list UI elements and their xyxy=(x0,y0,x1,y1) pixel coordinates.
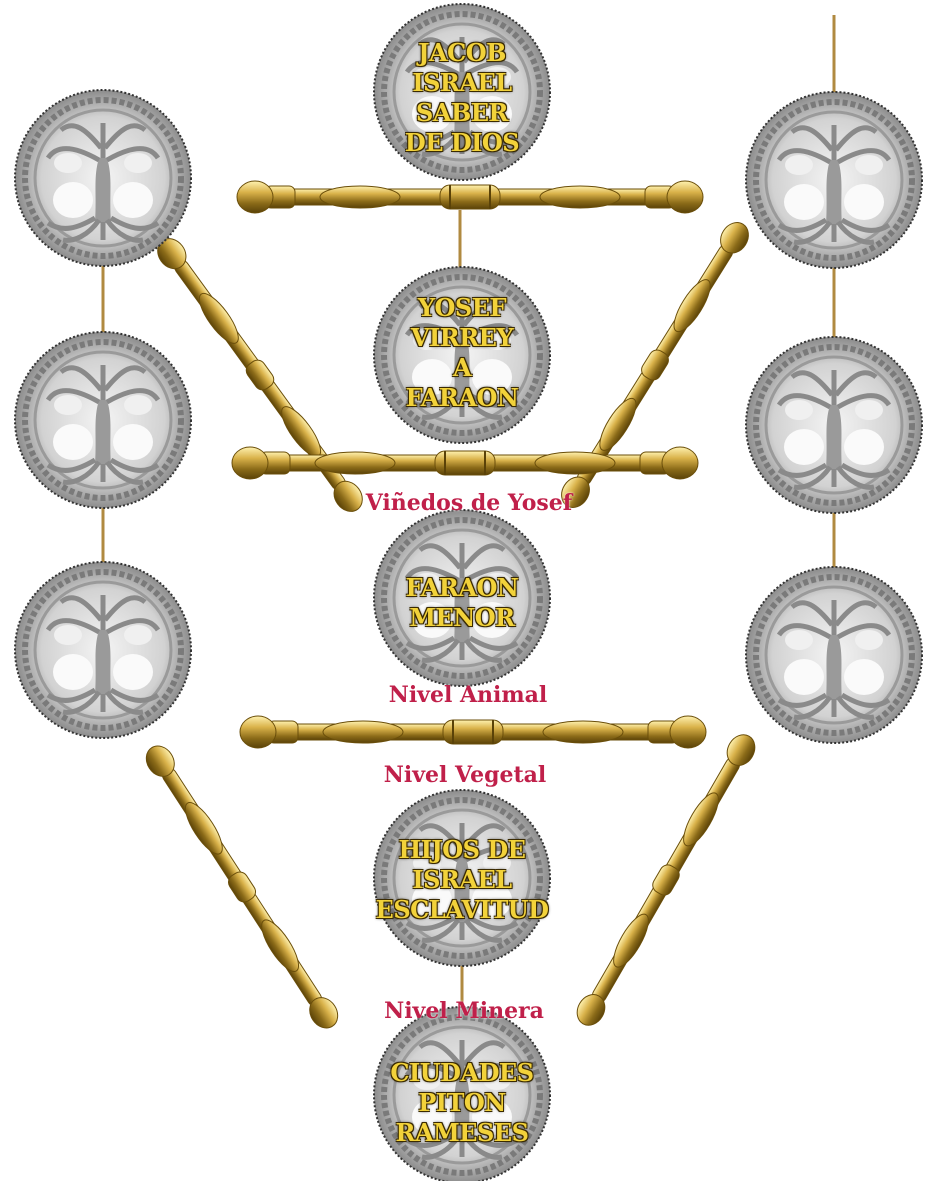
diagonal-rod-left-lower xyxy=(141,741,344,1034)
tree-of-life-icon xyxy=(746,337,922,513)
sefira-label-hijos: HIJOS DE ISRAEL ESCLAVITUD xyxy=(367,835,557,925)
level-label-vinedos: Viñedos de Yosef xyxy=(346,490,592,516)
tree-of-life-icon xyxy=(746,92,922,268)
tree-of-life-icon xyxy=(15,90,191,266)
horizontal-rod-top xyxy=(237,181,703,213)
diagonal-rod-right-lower xyxy=(572,730,761,1031)
level-label-mineral: Nivel Minera xyxy=(370,998,558,1024)
tree-of-life-icon xyxy=(15,332,191,508)
sefira-label-ciudades: CIUDADES PITON RAMESES xyxy=(367,1058,557,1148)
tree-of-life-icon xyxy=(746,567,922,743)
sefira-label-faraon: FARAON MENOR xyxy=(367,573,557,633)
level-label-vegetal: Nivel Vegetal xyxy=(368,762,562,788)
tree-of-life-icon xyxy=(15,562,191,738)
level-label-animal: Nivel Animal xyxy=(372,682,564,708)
sefira-label-yosef: YOSEF VIRREY A FARAON xyxy=(367,293,557,413)
sefira-label-jacob: JACOB ISRAEL SABER DE DIOS xyxy=(367,38,557,158)
horizontal-rod-lower xyxy=(240,716,706,748)
horizontal-rod-middle xyxy=(232,447,698,479)
